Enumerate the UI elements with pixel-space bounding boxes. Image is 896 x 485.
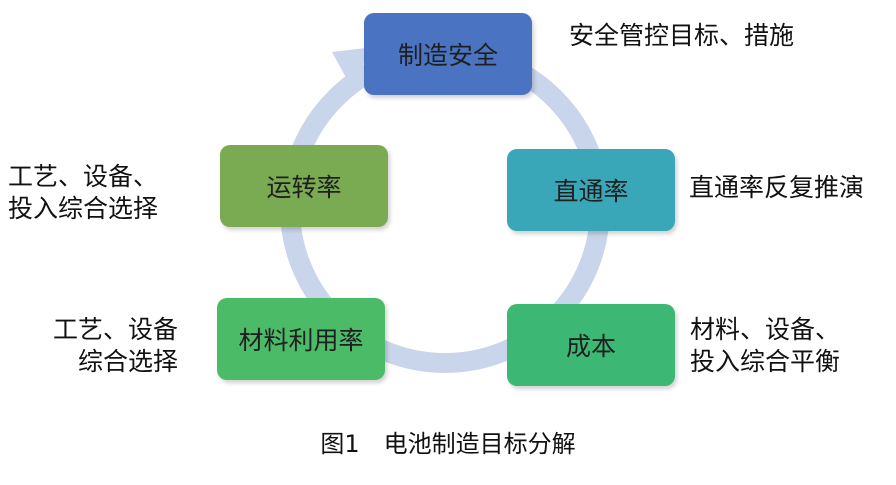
node-label: 成本 (565, 332, 616, 361)
note-line: 投入综合平衡 (690, 347, 841, 376)
node-manufacturing-safety: 制造安全 (364, 13, 532, 95)
note-material: 工艺、设备 综合选择 (18, 314, 178, 378)
note-yield: 直通率反复推演 (689, 172, 864, 204)
node-label: 运转率 (266, 173, 342, 202)
node-operating-rate: 运转率 (220, 145, 388, 227)
note-operating-rate: 工艺、设备、 投入综合选择 (8, 161, 158, 225)
node-first-pass-yield: 直通率 (507, 149, 675, 231)
note-line: 安全管控目标、措施 (569, 21, 795, 50)
node-label: 直通率 (553, 177, 629, 206)
note-line: 综合选择 (77, 347, 178, 376)
note-line: 材料、设备、 (690, 315, 841, 344)
node-label: 材料利用率 (238, 326, 364, 355)
note-line: 工艺、设备、 (8, 162, 159, 191)
node-cost: 成本 (507, 304, 675, 386)
node-material-utilization: 材料利用率 (217, 298, 385, 380)
note-safety: 安全管控目标、措施 (569, 20, 794, 52)
figure-caption: 图1 电池制造目标分解 (320, 430, 576, 458)
cycle-arrowhead-icon (332, 47, 374, 85)
note-line: 工艺、设备 (52, 315, 178, 344)
note-line: 直通率反复推演 (689, 173, 865, 202)
note-line: 投入综合选择 (8, 194, 159, 223)
node-label: 制造安全 (397, 41, 498, 70)
note-cost: 材料、设备、 投入综合平衡 (690, 314, 840, 378)
